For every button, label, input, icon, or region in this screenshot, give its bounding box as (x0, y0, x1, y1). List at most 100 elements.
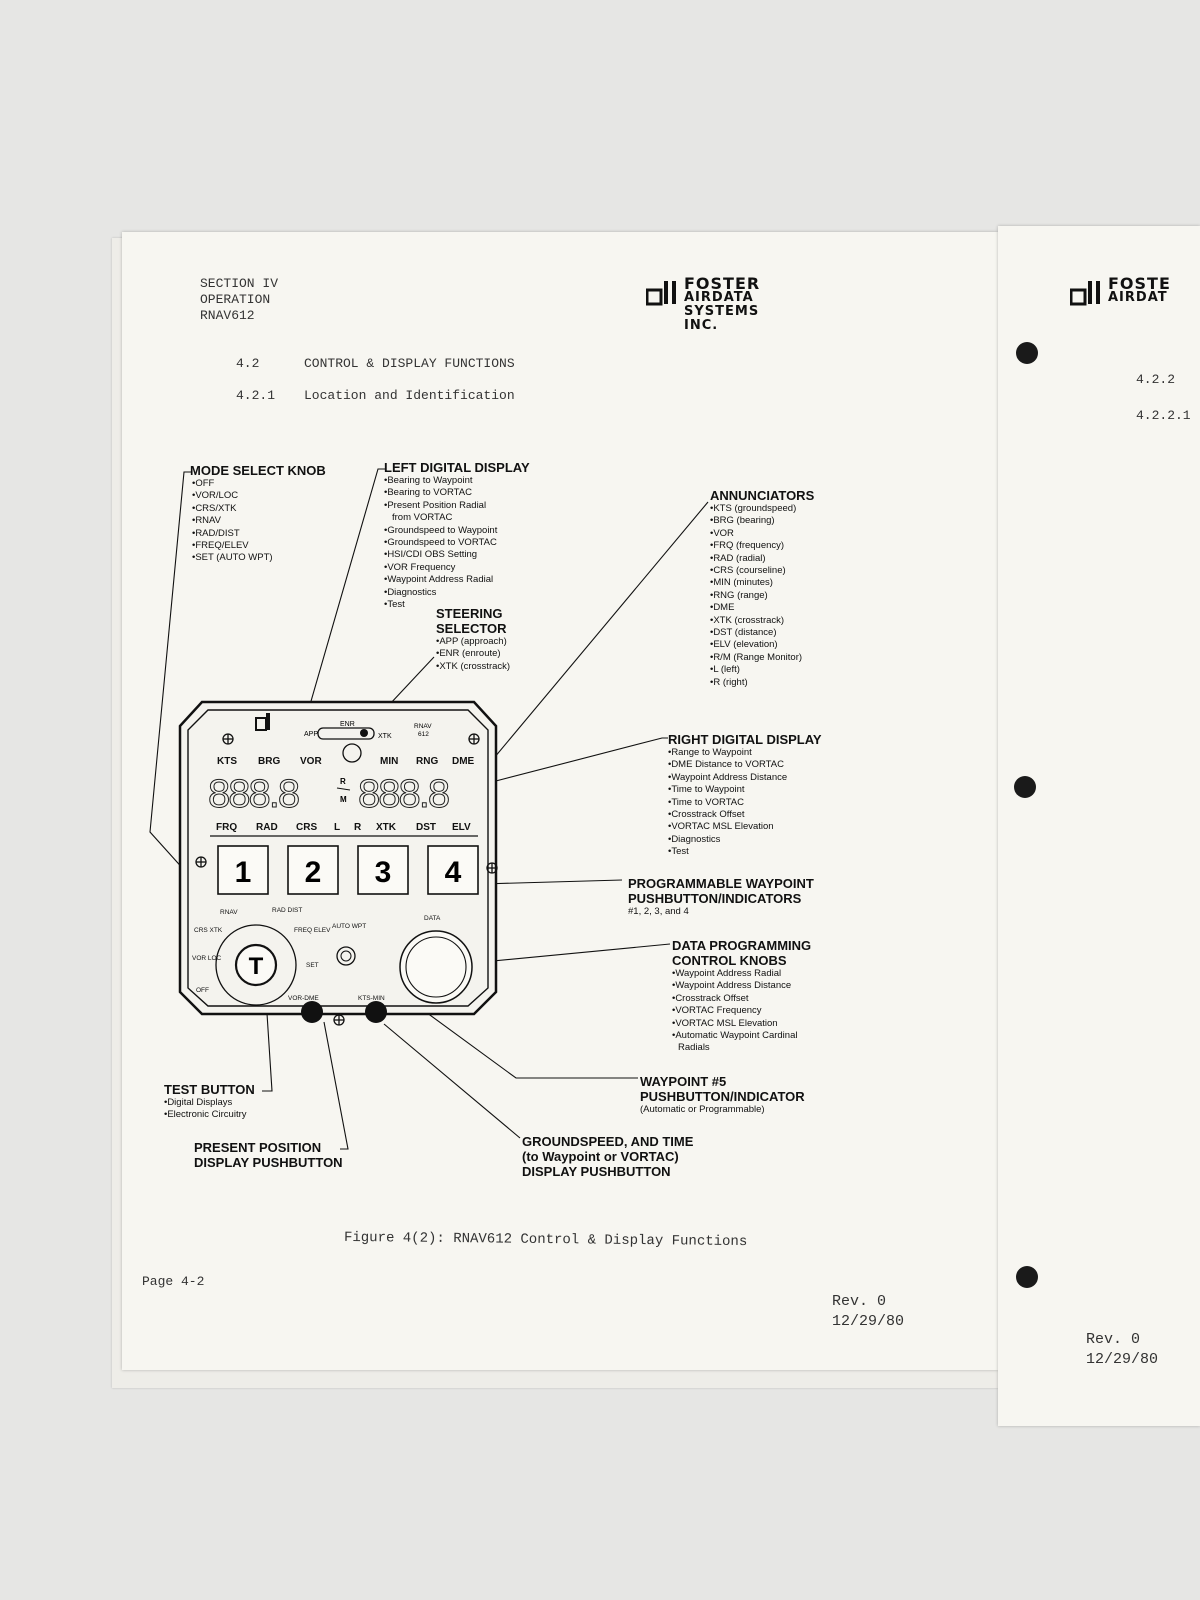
callout-item: •Groundspeed to Waypoint (384, 524, 498, 536)
callout-item: •DST (distance) (710, 627, 777, 639)
callout-steering: STEERING SELECTOR •APP (approach) •ENR (… (436, 606, 510, 673)
mode-select-knob[interactable]: T (215, 924, 297, 1006)
steering-selector-knob[interactable] (360, 729, 368, 737)
mode-label-rnav: RNAV (220, 909, 238, 916)
callout-item: •Diagnostics (384, 586, 437, 598)
steering-app-label: APP (304, 731, 318, 738)
callout-item: •VORTAC MSL Elevation (668, 821, 774, 833)
waypoint-5-button[interactable] (336, 946, 356, 966)
callout-title: MODE SELECT KNOB (190, 463, 326, 478)
vor-dme-label: VOR-DME (288, 995, 319, 1002)
callout-item: •Crosstrack Offset (672, 992, 749, 1004)
callout-item: #1, 2, 3, and 4 (628, 906, 689, 917)
revision-label: Rev. 0 (832, 1293, 887, 1310)
callout-item: Radials (678, 1042, 710, 1054)
mode-label-vor-loc: VOR LOC (192, 955, 222, 962)
callout-item: •FREQ/ELEV (192, 540, 249, 552)
annunciator-xtk: XTK (376, 822, 397, 833)
photocell-sensor (342, 743, 362, 763)
callout-title: PUSHBUTTON/INDICATORS (628, 891, 802, 906)
callout-item: •HSI/CDI OBS Setting (384, 549, 478, 561)
callout-item: •ENR (enroute) (436, 648, 501, 660)
callout-item: •Time to VORTAC (668, 796, 744, 808)
callout-item: from VORTAC (392, 512, 453, 524)
screw-icon (222, 733, 234, 745)
callout-item: •CRS (courseline) (710, 565, 786, 577)
logo-mark-icon (1070, 281, 1100, 306)
annunciator-frq: FRQ (216, 822, 237, 833)
callout-title: SELECTOR (436, 621, 507, 636)
annunciator-r: R (354, 822, 362, 833)
section-label: SECTION IV (200, 276, 279, 291)
callout-title: STEERING (436, 606, 503, 621)
callout-waypoint-5: WAYPOINT #5 PUSHBUTTON/INDICATOR (Automa… (640, 1074, 805, 1116)
callout-item: •Groundspeed to VORTAC (384, 537, 497, 549)
page-number: Page 4-2 (142, 1274, 205, 1289)
leader-groundspeed (383, 1023, 521, 1139)
mode-label-freq-elev: FREQ ELEV (294, 927, 331, 934)
callout-title: CONTROL KNOBS (672, 953, 787, 968)
callout-item: •Waypoint Address Distance (672, 980, 792, 992)
callout-item: •CRS/XTK (192, 502, 237, 514)
waypoint-button-3[interactable]: 3 (357, 845, 409, 895)
callout-item: •VOR/LOC (192, 490, 239, 502)
callout-title: TEST BUTTON (164, 1082, 255, 1097)
section-header: SECTION IV OPERATION RNAV612 (200, 276, 278, 324)
callout-prog-waypoint: PROGRAMMABLE WAYPOINT PUSHBUTTON/INDICAT… (628, 876, 814, 918)
screw-icon (333, 1014, 345, 1026)
callout-left-display: LEFT DIGITAL DISPLAY •Bearing to Waypoin… (384, 460, 530, 611)
callout-item: •VORTAC Frequency (672, 1005, 762, 1017)
annunciator-rng: RNG (416, 756, 438, 767)
leader-right-display (491, 737, 668, 783)
callout-item: •APP (approach) (436, 636, 507, 647)
callout-item: •XTK (crosstrack) (710, 614, 785, 626)
annunciator-brg: BRG (258, 756, 280, 767)
screw-icon (195, 856, 207, 868)
heading-4-2-text: CONTROL & DISPLAY FUNCTIONS (304, 356, 515, 371)
mode-label-crs-xtk: CRS XTK (194, 927, 223, 934)
callout-item: •VOR Frequency (384, 561, 456, 573)
callout-title: GROUNDSPEED, AND TIME (522, 1134, 694, 1149)
present-position-button[interactable] (301, 1001, 323, 1023)
heading-4-2-2-num: 4.2.2 (1136, 372, 1176, 387)
callout-data-programming: DATA PROGRAMMING CONTROL KNOBS •Waypoint… (672, 938, 811, 1055)
steering-selector-slot[interactable] (317, 727, 375, 740)
callout-item: •Time to Waypoint (668, 784, 745, 796)
leader-prog-waypoint (481, 879, 623, 885)
model-badge-rnav: RNAV (414, 723, 432, 730)
waypoint-button-4[interactable]: 4 (427, 845, 479, 895)
document-page: SECTION IV OPERATION RNAV612 FOSTER AIRD… (122, 232, 998, 1370)
groundspeed-time-button[interactable] (365, 1001, 387, 1023)
callout-item: •VORTAC MSL Elevation (672, 1017, 778, 1029)
callout-item: •ELV (elevation) (710, 639, 778, 651)
callout-test-button: TEST BUTTON •Digital Displays •Electroni… (164, 1082, 255, 1122)
steering-enr-label: ENR (340, 721, 355, 728)
waypoint-button-1[interactable]: 1 (217, 845, 269, 895)
callout-item: •BRG (bearing) (710, 515, 775, 527)
callout-title: DATA PROGRAMMING (672, 938, 812, 953)
annunciator-dst: DST (416, 822, 436, 833)
callout-item: •Waypoint Address Radial (672, 968, 782, 979)
callout-item: •RNAV (192, 515, 222, 527)
annunciator-kts: KTS (217, 756, 237, 767)
callout-item: •Test (384, 599, 405, 611)
logo-line1: FOSTER (684, 274, 761, 293)
callout-right-display: RIGHT DIGITAL DISPLAY •Range to Waypoint… (668, 732, 822, 859)
data-programming-knob[interactable] (399, 930, 473, 1004)
rm-divider (336, 787, 351, 791)
waypoint-button-label: 2 (305, 856, 322, 889)
binder-hole (1014, 776, 1036, 798)
waypoint-button-label: 1 (235, 856, 252, 889)
callout-item: •Test (668, 846, 689, 858)
auto-wpt-label: AUTO WPT (332, 923, 366, 930)
callout-annunciators: ANNUNCIATORS •KTS (groundspeed) •BRG (be… (710, 488, 814, 689)
callout-item: •L (left) (710, 664, 740, 676)
leader-left-display (289, 468, 386, 775)
callout-title: DISPLAY PUSHBUTTON (522, 1164, 671, 1179)
waypoint-button-label: 3 (375, 856, 392, 889)
model-badge-612: 612 (418, 731, 429, 738)
callout-item: •DME (710, 602, 735, 614)
callout-title: ANNUNCIATORS (710, 488, 815, 503)
revision-date: 12/29/80 (1086, 1351, 1159, 1368)
waypoint-button-2[interactable]: 2 (287, 845, 339, 895)
